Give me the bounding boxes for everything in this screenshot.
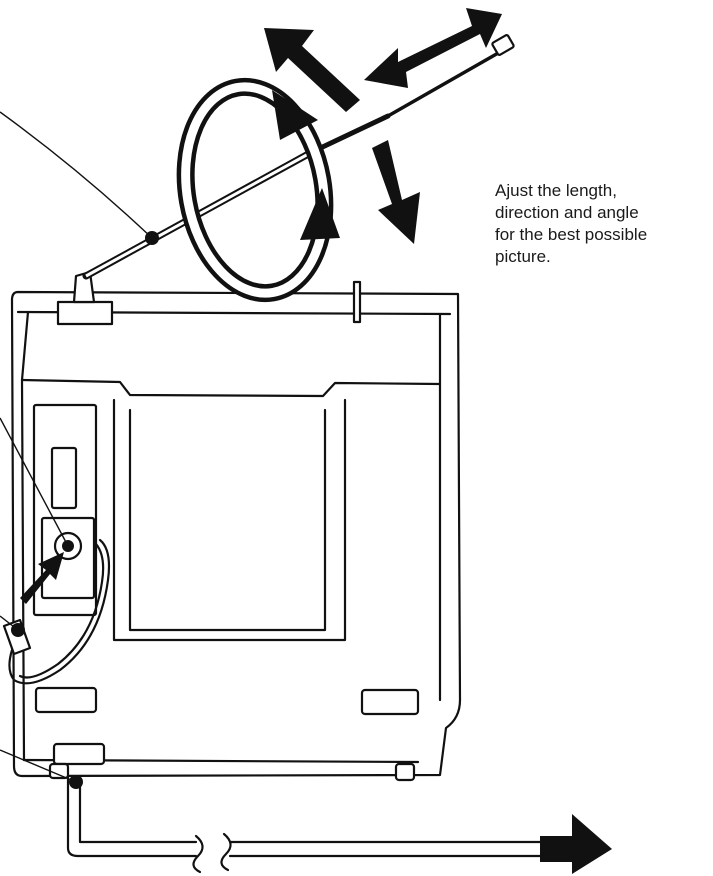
rotation-arrow-head-bottom	[300, 188, 340, 240]
tv-cabinet	[10, 280, 462, 782]
adjust-instructions: Ajust the length, direction and angle fo…	[495, 180, 710, 268]
external-cable-arrow	[540, 814, 612, 874]
cabinet-body	[10, 290, 462, 778]
foot-left	[48, 762, 70, 780]
insert-arrow	[20, 552, 64, 604]
adjustment-arrows	[176, 8, 502, 303]
left-handle	[34, 686, 98, 714]
antenna-section-3	[386, 50, 502, 118]
ground-leader	[0, 749, 77, 783]
bottom-latch	[52, 742, 106, 766]
top-clip	[352, 280, 362, 324]
side-panel-slot	[50, 446, 78, 510]
angle-up-arrow	[264, 28, 360, 112]
rear-panel-outer	[112, 398, 347, 642]
jack-leader	[0, 417, 69, 547]
caption-line-2: direction and angle	[495, 203, 639, 222]
external-cable-line-2	[78, 774, 198, 844]
antenna-base-block	[56, 300, 114, 326]
cable-loop	[8, 538, 111, 685]
rotation-loop-outer	[176, 77, 334, 303]
cabinet-shoulder	[20, 378, 442, 398]
antenna-section-2	[309, 113, 391, 155]
cable-break-left	[192, 834, 204, 874]
right-handle	[360, 688, 420, 716]
foot-right	[394, 762, 416, 782]
caption-line-4: picture.	[495, 247, 551, 266]
callout-lines	[0, 111, 153, 783]
cable-loop-inner	[18, 542, 105, 679]
external-cable	[66, 774, 612, 874]
rear-panel-inner	[128, 408, 327, 632]
cable-plug	[2, 618, 32, 656]
rotation-loop-inner	[181, 82, 329, 298]
plug-leader	[0, 615, 19, 631]
external-cable-line	[66, 774, 198, 858]
length-double-arrow	[364, 8, 502, 88]
antenna-cable	[2, 538, 111, 685]
angle-down-arrow	[372, 140, 420, 244]
antenna-tip	[491, 34, 515, 56]
antenna-leader	[0, 111, 153, 239]
caption-line-3: for the best possible	[495, 225, 648, 244]
cable-break-right	[220, 832, 232, 872]
caption-line-1: Ajust the length,	[495, 181, 617, 200]
rotation-arrow-head-top	[272, 90, 318, 140]
